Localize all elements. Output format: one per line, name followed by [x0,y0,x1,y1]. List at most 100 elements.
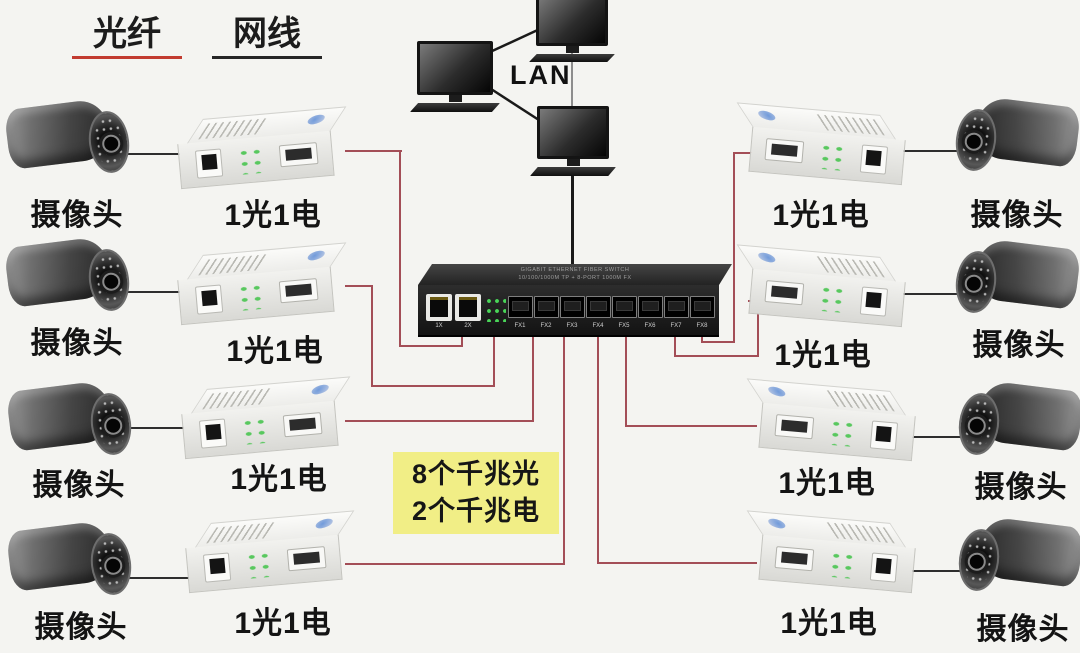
fiber-wire-segment [625,337,627,427]
fiber-wire-segment [733,152,735,343]
rj45-port [455,294,481,321]
brand-logo [309,384,332,396]
sfp-port-label: FX3 [566,323,578,329]
brand-logo [305,250,328,262]
rj45-port [859,286,889,317]
brand-logo [313,518,336,530]
camera-lens-front [87,390,135,458]
fiber-wire-segment [493,337,495,387]
rj45-port [869,552,899,583]
lan-vertical-link [571,46,573,108]
ethernet-wire-segment [104,427,188,429]
cctv-camera [3,96,140,188]
fiber-wire-segment [674,355,759,357]
camera-label: 摄像头 [972,329,1066,362]
fiber-wire-segment [345,563,565,565]
ethernet-wire-segment [900,293,962,295]
camera-label: 摄像头 [32,469,126,502]
fiber-wire-segment [757,300,759,357]
brand-logo [755,252,778,264]
fiber-wire-segment [597,562,757,564]
brand-logo [755,110,778,122]
converter-label: 1光1电 [772,199,870,232]
cctv-camera [948,378,1080,470]
monitor-stand [448,95,462,102]
fiber-wire-segment [563,337,565,565]
converter-label: 1光1电 [780,607,878,640]
rj45-port [194,148,224,179]
camera-label: 摄像头 [976,613,1070,646]
rj45-port-label: 1X [435,323,443,329]
sfp-port [774,546,815,572]
camera-lens-front [87,530,135,598]
camera-lens-front [85,246,133,314]
sfp-port [612,296,637,318]
fiber-wire-segment [701,341,735,343]
capacity-note: 8个千兆光 2个千兆电 [393,452,559,534]
led-indicators [829,546,859,580]
converter-label: 1光1电 [774,339,872,372]
led-indicators [234,278,264,312]
media-converter [736,244,907,329]
sfp-port [508,296,533,318]
monitor-screen [536,0,608,46]
cctv-camera [945,94,1080,186]
fiber-wire-segment [371,385,495,387]
ethernet-wire-segment [900,436,968,438]
cctv-camera [5,378,142,470]
monitor-stand [565,46,579,53]
fiber-wire-segment [461,337,463,347]
camera-label: 摄像头 [30,199,124,232]
camera-lens-front [85,108,133,176]
sfp-port-label: FX6 [644,323,656,329]
led-indicators [829,414,859,448]
converter-label: 1光1电 [230,463,328,496]
led-indicators [242,546,272,580]
converter-label: 1光1电 [234,607,332,640]
keyboard [410,103,500,112]
sfp-port [586,296,611,318]
converter-label: 1光1电 [226,335,324,368]
lan-label: LAN [510,60,572,90]
led-indicators [234,142,264,176]
ethernet-wire-segment [900,150,962,152]
sfp-port [690,296,715,318]
sfp-port-label: FX1 [514,323,526,329]
monitor-stand [566,159,580,166]
lan-computer-bottom [530,106,616,176]
fiber-wire-segment [597,337,599,564]
legend-fiber-label: 光纤 [93,15,161,53]
cctv-camera [945,236,1080,328]
lan-computer-top [529,0,615,62]
fiber-wire-segment [674,337,676,357]
rj45-port [198,418,228,449]
fiber-wire-segment [345,150,402,152]
sfp-port-label: FX2 [540,323,552,329]
switch-led-indicators [484,294,506,322]
brand-logo [765,386,788,398]
rj45-port [194,284,224,315]
camera-label: 摄像头 [34,611,128,644]
cctv-camera [5,518,142,610]
cctv-camera [3,234,140,326]
monitor-screen [417,41,493,95]
fiber-wire-segment [733,152,757,154]
ethernet-wire-segment [102,153,186,155]
switch-title: GIGABIT ETHERNET FIBER SWITCH [520,267,630,273]
sfp-port [764,280,805,306]
switch-front-panel: 1X 2X FX1 FX2 FX3 FX4 FX5 FX6 FX7 FX8 [418,285,719,337]
media-converter [175,106,347,191]
brand-logo [305,114,328,126]
fiber-wire-segment [701,337,703,343]
converter-label: 1光1电 [778,467,876,500]
fiber-wire-segment [399,345,463,347]
sfp-port [664,296,689,318]
rj45-port [426,294,452,321]
led-indicators [819,138,849,172]
lan-link-lines [487,26,543,124]
monitor-screen [537,106,609,159]
media-converter [175,242,347,327]
sfp-port-label: FX7 [670,323,682,329]
rj45-port [869,420,899,451]
